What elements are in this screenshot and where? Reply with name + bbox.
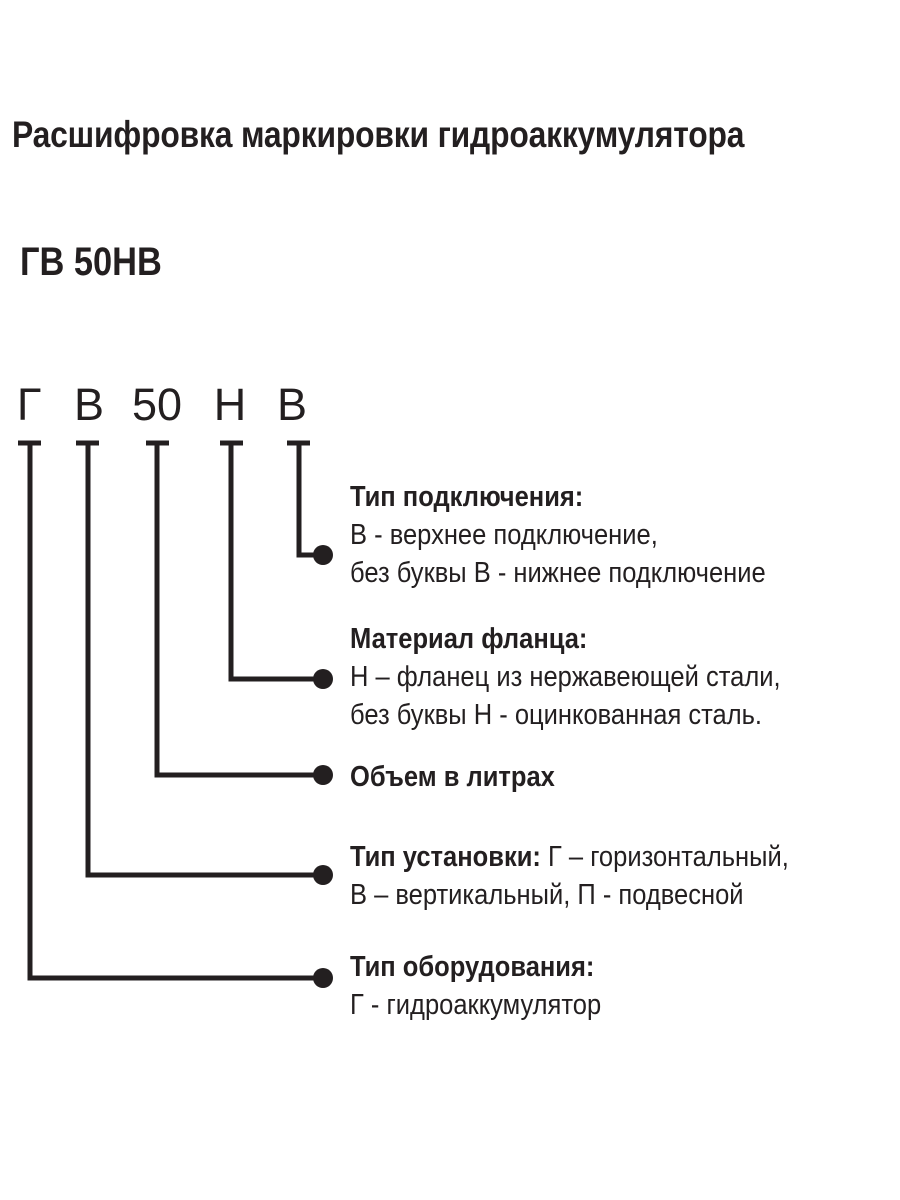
dot-equipment-type <box>313 968 333 988</box>
page-title: Расшифровка маркировки гидроаккумулятора <box>12 114 745 155</box>
legend-line: В – вертикальный, П - подвесной <box>350 879 744 911</box>
connector-flange-material <box>228 443 323 682</box>
legend-line: В - верхнее подключение, <box>350 519 658 551</box>
legend-heading: Материал фланца: <box>350 623 588 655</box>
legend-equipment-type: Тип оборудования: Г - гидроаккумулятор <box>350 948 601 1024</box>
legend-line: без буквы В - нижнее подключение <box>350 557 766 589</box>
legend-volume: Объем в литрах <box>350 758 555 796</box>
code-letter-volume: 50 <box>131 379 183 430</box>
dot-flange-material <box>313 669 333 689</box>
model-code: ГВ 50НВ <box>20 240 162 284</box>
dot-connection-type <box>313 545 333 565</box>
legend-line: без буквы Н - оцинкованная сталь. <box>350 699 763 731</box>
connector-volume <box>154 443 323 778</box>
legend-installation-type: Тип установки: Г – горизонтальный, В – в… <box>350 838 789 914</box>
connector-equipment-type <box>27 443 323 981</box>
legend-heading: Объем в литрах <box>350 761 555 793</box>
code-letter-equipment-type: Г <box>16 379 42 430</box>
legend-heading: Тип подключения: <box>350 481 584 513</box>
legend-connection-type: Тип подключения: В - верхнее подключение… <box>350 478 766 592</box>
legend-line: Н – фланец из нержавеющей стали, <box>350 661 781 693</box>
legend-flange-material: Материал фланца: Н – фланец из нержавеющ… <box>350 620 781 734</box>
legend-line: Г - гидроаккумулятор <box>350 989 602 1021</box>
dot-installation-type <box>313 865 333 885</box>
legend-heading: Тип оборудования: <box>350 951 595 983</box>
code-letter-installation-type: В <box>73 379 105 430</box>
connector-connection-type <box>296 443 323 558</box>
legend-inline-text: Г – горизонтальный, <box>540 841 789 873</box>
legend-heading: Тип установки: <box>350 841 541 873</box>
code-letter-connection-type: В <box>276 379 308 430</box>
code-letter-flange-material: Н <box>213 379 247 430</box>
connector-installation-type <box>85 443 323 878</box>
dot-volume <box>313 765 333 785</box>
